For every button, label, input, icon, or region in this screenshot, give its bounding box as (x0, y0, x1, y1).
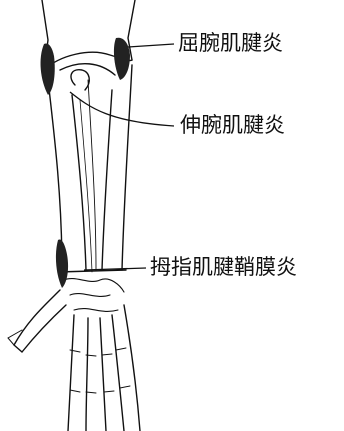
ulna-outer (122, 65, 132, 270)
leader-line-flexor (128, 44, 174, 47)
label-flexor-tendinitis: 屈腕肌腱炎 (178, 33, 283, 54)
olecranon (71, 70, 89, 90)
label-extensor-tendinitis: 伸腕肌腱炎 (180, 115, 285, 136)
metacarpal-1 (68, 315, 74, 431)
finger-joints (70, 348, 130, 393)
carpals (64, 279, 124, 312)
ulna-inner (102, 90, 112, 270)
thumb-outer (14, 290, 66, 352)
leader-line-extensor (70, 92, 174, 126)
radius-inner (72, 95, 86, 270)
metacarpal-3 (100, 318, 106, 431)
extensor-inflamed-area (41, 44, 55, 96)
thumb-inflamed-area (56, 239, 68, 288)
metacarpal-4 (112, 315, 124, 431)
metacarpal-2 (86, 318, 88, 431)
flexor-inflamed-area (114, 38, 130, 80)
metacarpal-5 (124, 305, 140, 431)
label-thumb-tenosynovitis: 拇指肌腱鞘膜炎 (150, 257, 297, 278)
